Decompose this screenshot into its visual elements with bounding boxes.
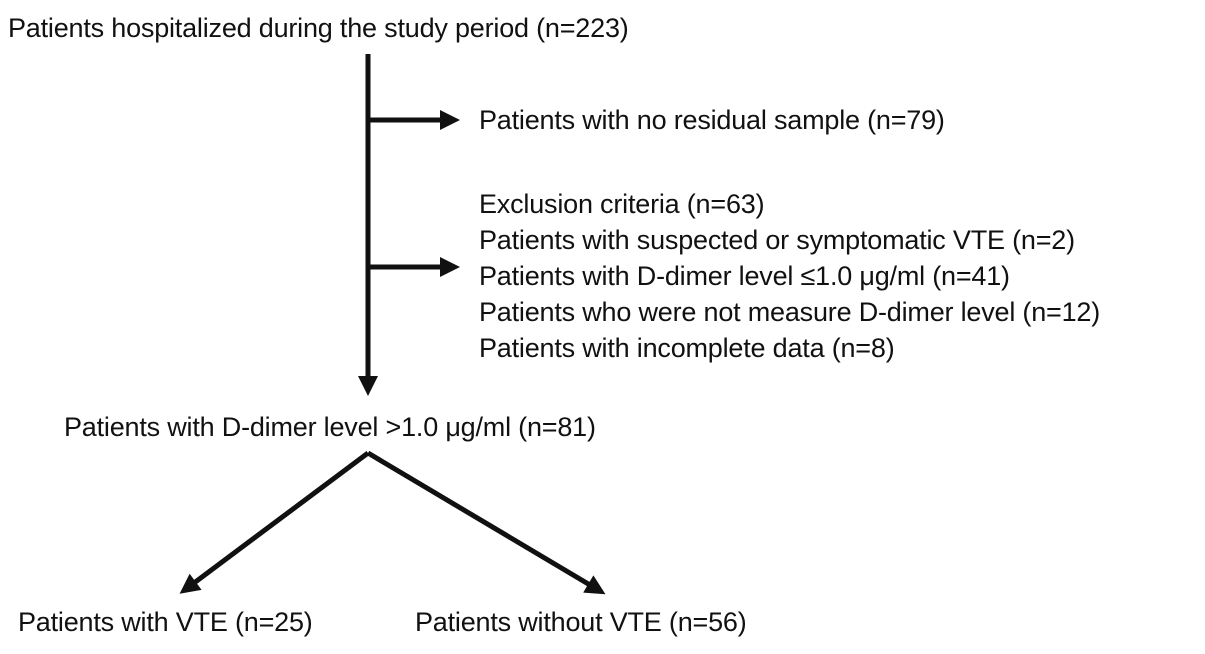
node-no-vte: Patients without VTE (n=56) — [415, 607, 747, 637]
node-included: Patients with D-dimer level >1.0 μg/ml (… — [64, 412, 596, 442]
exclusion-line-suspected-vte: Patients with suspected or symptomatic V… — [479, 225, 1075, 255]
node-no-residual-sample: Patients with no residual sample (n=79) — [479, 105, 945, 135]
node-exclusion-block: Exclusion criteria (n=63) Patients with … — [479, 186, 1100, 366]
exclusion-line-criteria: Exclusion criteria (n=63) — [479, 189, 765, 219]
node-hospitalized: Patients hospitalized during the study p… — [8, 13, 629, 43]
arrow-split-right-no-vte-icon — [366, 450, 606, 595]
exclusion-line-not-measured: Patients who were not measure D-dimer le… — [479, 297, 1101, 327]
node-vte: Patients with VTE (n=25) — [18, 607, 313, 637]
exclusion-line-incomplete-data: Patients with incomplete data (n=8) — [479, 333, 895, 363]
arrow-split-left-vte-icon — [179, 450, 370, 594]
exclusion-line-d-dimer-low: Patients with D-dimer level ≤1.0 μg/ml (… — [479, 261, 1010, 291]
